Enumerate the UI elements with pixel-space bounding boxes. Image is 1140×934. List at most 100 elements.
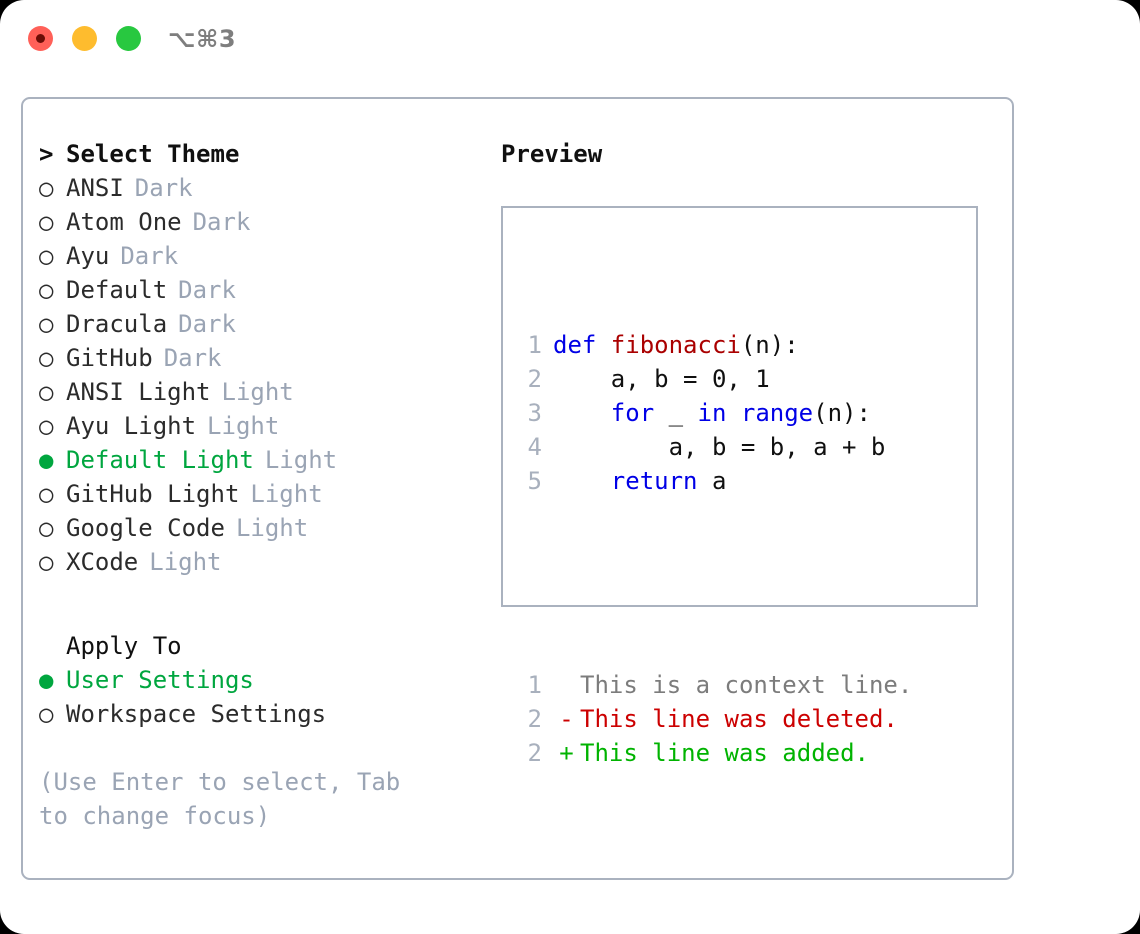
theme-item-label: XCode <box>66 548 139 576</box>
theme-item-variant-tag: Dark <box>192 208 251 236</box>
line-number: 2 <box>527 365 542 393</box>
radio-unselected-icon: ○ <box>39 480 54 508</box>
theme-item-variant-tag: Dark <box>163 344 222 372</box>
diff-marker: - <box>559 705 574 733</box>
code-token: fibonacci <box>610 331 741 359</box>
theme-list-item[interactable]: ○ Ayu Dark <box>39 239 479 273</box>
theme-list-item[interactable]: ○ Google Code Light <box>39 511 479 545</box>
code-token: _ <box>654 399 698 427</box>
code-spacer <box>515 566 912 600</box>
radio-unselected-icon: ○ <box>39 276 54 304</box>
apply-to-title: Apply To <box>66 632 182 660</box>
theme-item-variant-tag: Dark <box>134 174 193 202</box>
diff-marker: + <box>559 739 574 767</box>
line-number: 5 <box>527 467 542 495</box>
theme-item-label: Ayu <box>66 242 110 270</box>
theme-list-item[interactable]: ○ Atom One Dark <box>39 205 479 239</box>
apply-to-item[interactable]: ● User Settings <box>39 663 479 697</box>
theme-item-variant-tag: Light <box>235 514 309 542</box>
theme-list-title: Select Theme <box>66 140 240 168</box>
code-token: range <box>740 399 814 427</box>
diff-line: 2-This line was deleted. <box>515 702 912 736</box>
radio-unselected-icon: ○ <box>39 378 54 406</box>
minimize-window-icon[interactable] <box>72 26 97 51</box>
window-controls <box>28 26 141 51</box>
code-token: a, b = b, a + b <box>553 433 886 461</box>
code-token <box>553 464 611 498</box>
line-number: 1 <box>527 331 542 359</box>
radio-selected-icon: ● <box>39 446 54 474</box>
code-token: for <box>610 399 655 427</box>
line-number: 2 <box>527 739 542 767</box>
theme-item-label: ANSI <box>66 174 124 202</box>
theme-list-item[interactable]: ○ ANSI Dark <box>39 171 479 205</box>
theme-item-variant-tag: Dark <box>120 242 179 270</box>
line-number: 3 <box>527 399 542 427</box>
theme-item-label: ANSI Light <box>66 378 211 406</box>
diff-marker <box>553 668 580 702</box>
theme-list-item[interactable]: ○ Ayu Light Light <box>39 409 479 443</box>
line-number: 2 <box>527 705 542 733</box>
theme-item-label: Default Light <box>66 446 254 474</box>
apply-to-item[interactable]: ○ Workspace Settings <box>39 697 479 731</box>
line-number: 1 <box>527 671 542 699</box>
diff-text: This line was added. <box>580 739 869 767</box>
radio-unselected-icon: ○ <box>39 310 54 338</box>
line-number: 4 <box>527 433 542 461</box>
theme-item-variant-tag: Light <box>221 378 294 406</box>
theme-item-label: Atom One <box>66 208 182 236</box>
theme-item-variant-tag: Light <box>207 412 280 440</box>
radio-unselected-icon: ○ <box>39 548 54 576</box>
radio-unselected-icon: ○ <box>39 242 54 270</box>
code-line: 5 return a <box>515 464 912 498</box>
code-token: (n): <box>740 331 799 359</box>
prompt-caret-icon: > <box>39 140 54 168</box>
theme-item-label: Default <box>66 276 168 304</box>
radio-unselected-icon: ○ <box>39 174 54 202</box>
code-token: a <box>697 467 727 495</box>
code-token: a, b = 0, 1 <box>553 365 770 393</box>
diff-block: 1 This is a context line. 2-This line was… <box>515 668 913 770</box>
theme-item-variant-tag: Light <box>149 548 222 576</box>
section-spacer <box>39 579 479 629</box>
code-token: (n): <box>813 399 871 427</box>
radio-unselected-icon: ○ <box>39 700 54 728</box>
code-token <box>726 396 740 430</box>
code-token: in <box>697 399 727 427</box>
apply-to-list: ● User Settings ○ Workspace Settings <box>39 663 479 731</box>
theme-item-variant-tag: Dark <box>178 310 236 338</box>
theme-list-item[interactable]: ○ XCode Light <box>39 545 479 579</box>
theme-item-label: GitHub <box>66 344 153 372</box>
theme-list-item[interactable]: ○ ANSI Light Light <box>39 375 479 409</box>
radio-unselected-icon: ○ <box>39 208 54 236</box>
maximize-window-icon[interactable] <box>116 26 141 51</box>
theme-list-item[interactable]: ○ GitHub Dark <box>39 341 479 375</box>
diff-text: This is a context line. <box>580 671 913 699</box>
close-window-icon[interactable] <box>28 26 53 51</box>
code-line: 3 for _ in range(n): <box>515 396 912 430</box>
diff-line: 2 +This line was added. <box>515 736 912 770</box>
preview-title: Preview <box>501 140 603 168</box>
radio-unselected-icon: ○ <box>39 412 54 440</box>
theme-item-label: Ayu Light <box>66 412 197 440</box>
apply-to-item-label: User Settings <box>66 666 254 694</box>
code-token <box>553 396 611 430</box>
radio-selected-icon: ● <box>39 666 54 694</box>
theme-item-label: Google Code <box>66 514 225 542</box>
apply-to-item-label: Workspace Settings <box>66 700 327 728</box>
radio-unselected-icon: ○ <box>39 344 54 372</box>
radio-unselected-icon: ○ <box>39 514 54 542</box>
